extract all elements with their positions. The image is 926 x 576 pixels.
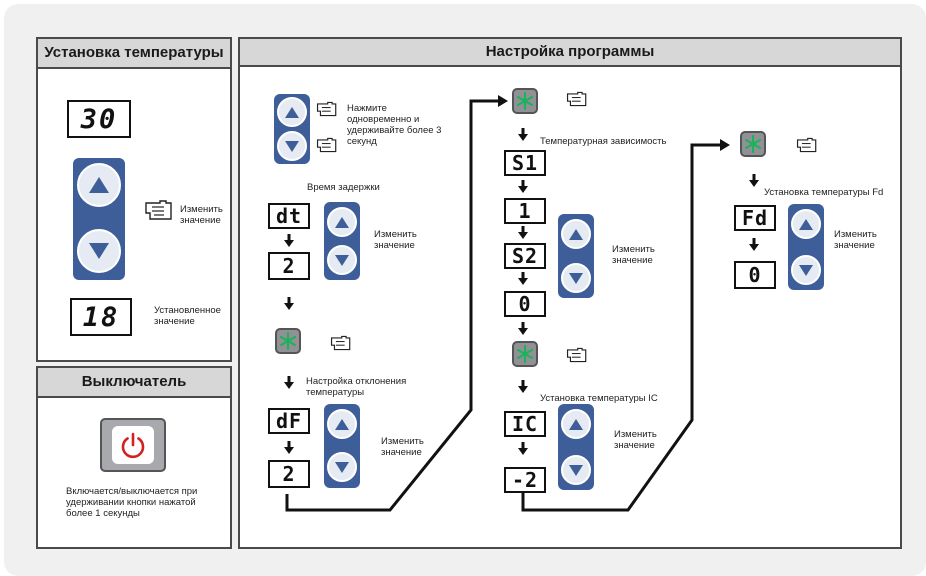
up-arrow-icon <box>335 418 349 430</box>
flow-arrow-icon <box>518 272 528 285</box>
ic-setting-title: Установка температуры IC <box>540 393 658 404</box>
s1-parameter-display: S1 <box>504 150 546 176</box>
flow-arrow-icon <box>518 380 528 393</box>
df-parameter-display: dF <box>268 408 310 434</box>
hand-icon <box>796 137 817 153</box>
dt-change-value-label: Изменить значение <box>374 229 417 251</box>
fd-parameter-display: Fd <box>734 205 776 231</box>
down-arrow-icon <box>335 254 349 266</box>
hand-icon <box>316 137 337 153</box>
set-value-label: Установленное значение <box>154 305 221 327</box>
up-arrow-icon <box>89 177 109 193</box>
up-arrow-icon <box>569 418 583 430</box>
fd-down-button[interactable] <box>791 255 821 285</box>
temperature-dependency-title: Температурная зависимость <box>540 136 667 147</box>
s-down-button[interactable] <box>561 263 591 293</box>
down-arrow-icon <box>799 264 813 276</box>
flow-arrow-icon <box>284 297 294 310</box>
flow-arrow-icon <box>749 174 759 187</box>
ic-down-button[interactable] <box>561 455 591 485</box>
snowflake-icon <box>517 92 533 110</box>
flow-arrow-icon <box>518 128 528 141</box>
df-up-button[interactable] <box>327 409 357 439</box>
down-arrow-icon <box>335 461 349 473</box>
down-arrow-icon <box>569 464 583 476</box>
ic-parameter-display: IC <box>504 411 546 437</box>
df-down-button[interactable] <box>327 452 357 482</box>
snowflake-icon <box>745 135 761 153</box>
flow-arrow-icon <box>284 376 294 389</box>
flow-arrow-icon <box>749 238 759 251</box>
ic-up-button[interactable] <box>561 409 591 439</box>
up-arrow-icon <box>335 216 349 228</box>
program-down-button[interactable] <box>277 131 307 161</box>
temperature-setting-title: Установка температуры <box>38 39 230 69</box>
switch-description: Включается/выключается при удерживании к… <box>66 486 198 519</box>
flow-arrow-icon <box>284 441 294 454</box>
power-icon <box>121 432 145 459</box>
hand-icon <box>316 101 337 117</box>
flow-arrow-icon <box>518 322 528 335</box>
dt-up-button[interactable] <box>327 207 357 237</box>
up-arrow-icon <box>799 218 813 230</box>
delay-time-title: Время задержки <box>307 182 380 193</box>
snowflake-icon <box>517 345 533 363</box>
fd-up-button[interactable] <box>791 209 821 239</box>
temperature-up-button[interactable] <box>77 163 121 207</box>
hand-icon <box>566 347 587 363</box>
program-up-button[interactable] <box>277 97 307 127</box>
snowflake-button[interactable] <box>512 341 538 367</box>
s-up-button[interactable] <box>561 219 591 249</box>
s-change-value-label: Изменить значение <box>612 244 655 266</box>
ic-value-display: -2 <box>504 467 546 493</box>
dt-value-display: 2 <box>268 252 310 280</box>
switch-title: Выключатель <box>38 368 230 398</box>
df-change-value-label: Изменить значение <box>381 436 424 458</box>
snowflake-icon <box>280 332 296 350</box>
flow-arrow-icon <box>518 180 528 193</box>
down-arrow-icon <box>569 272 583 284</box>
hand-icon <box>566 91 587 107</box>
hand-icon <box>330 335 351 351</box>
down-arrow-icon <box>285 140 299 152</box>
down-arrow-icon <box>89 243 109 259</box>
ic-change-value-label: Изменить значение <box>614 429 657 451</box>
flow-arrow-icon <box>284 234 294 247</box>
snowflake-button[interactable] <box>740 131 766 157</box>
change-value-label: Изменить значение <box>180 204 223 226</box>
flow-arrow-icon <box>518 226 528 239</box>
up-arrow-icon <box>569 228 583 240</box>
s1-value-display: 1 <box>504 198 546 224</box>
flow-arrow-icon <box>518 442 528 455</box>
set-temperature-display: 18 <box>70 298 132 336</box>
dt-down-button[interactable] <box>327 245 357 275</box>
deviation-setting-title: Настройка отклонения температуры <box>306 376 407 398</box>
temperature-setting-panel: Установка температуры <box>36 37 232 362</box>
hand-icon <box>145 200 172 220</box>
dt-parameter-display: dt <box>268 203 310 229</box>
hold-instruction-label: Нажмите одновременно и удерживайте более… <box>347 103 442 147</box>
fd-setting-title: Установка температуры Fd <box>764 187 884 198</box>
temperature-down-button[interactable] <box>77 229 121 273</box>
s2-parameter-display: S2 <box>504 243 546 269</box>
df-value-display: 2 <box>268 460 310 488</box>
fd-value-display: 0 <box>734 261 776 289</box>
up-arrow-icon <box>285 106 299 118</box>
snowflake-button[interactable] <box>512 88 538 114</box>
fd-change-value-label: Изменить значение <box>834 229 877 251</box>
power-button[interactable] <box>100 418 166 472</box>
program-settings-title: Настройка программы <box>240 39 900 67</box>
snowflake-button[interactable] <box>275 328 301 354</box>
s2-value-display: 0 <box>504 291 546 317</box>
current-temperature-display: 30 <box>67 100 131 138</box>
